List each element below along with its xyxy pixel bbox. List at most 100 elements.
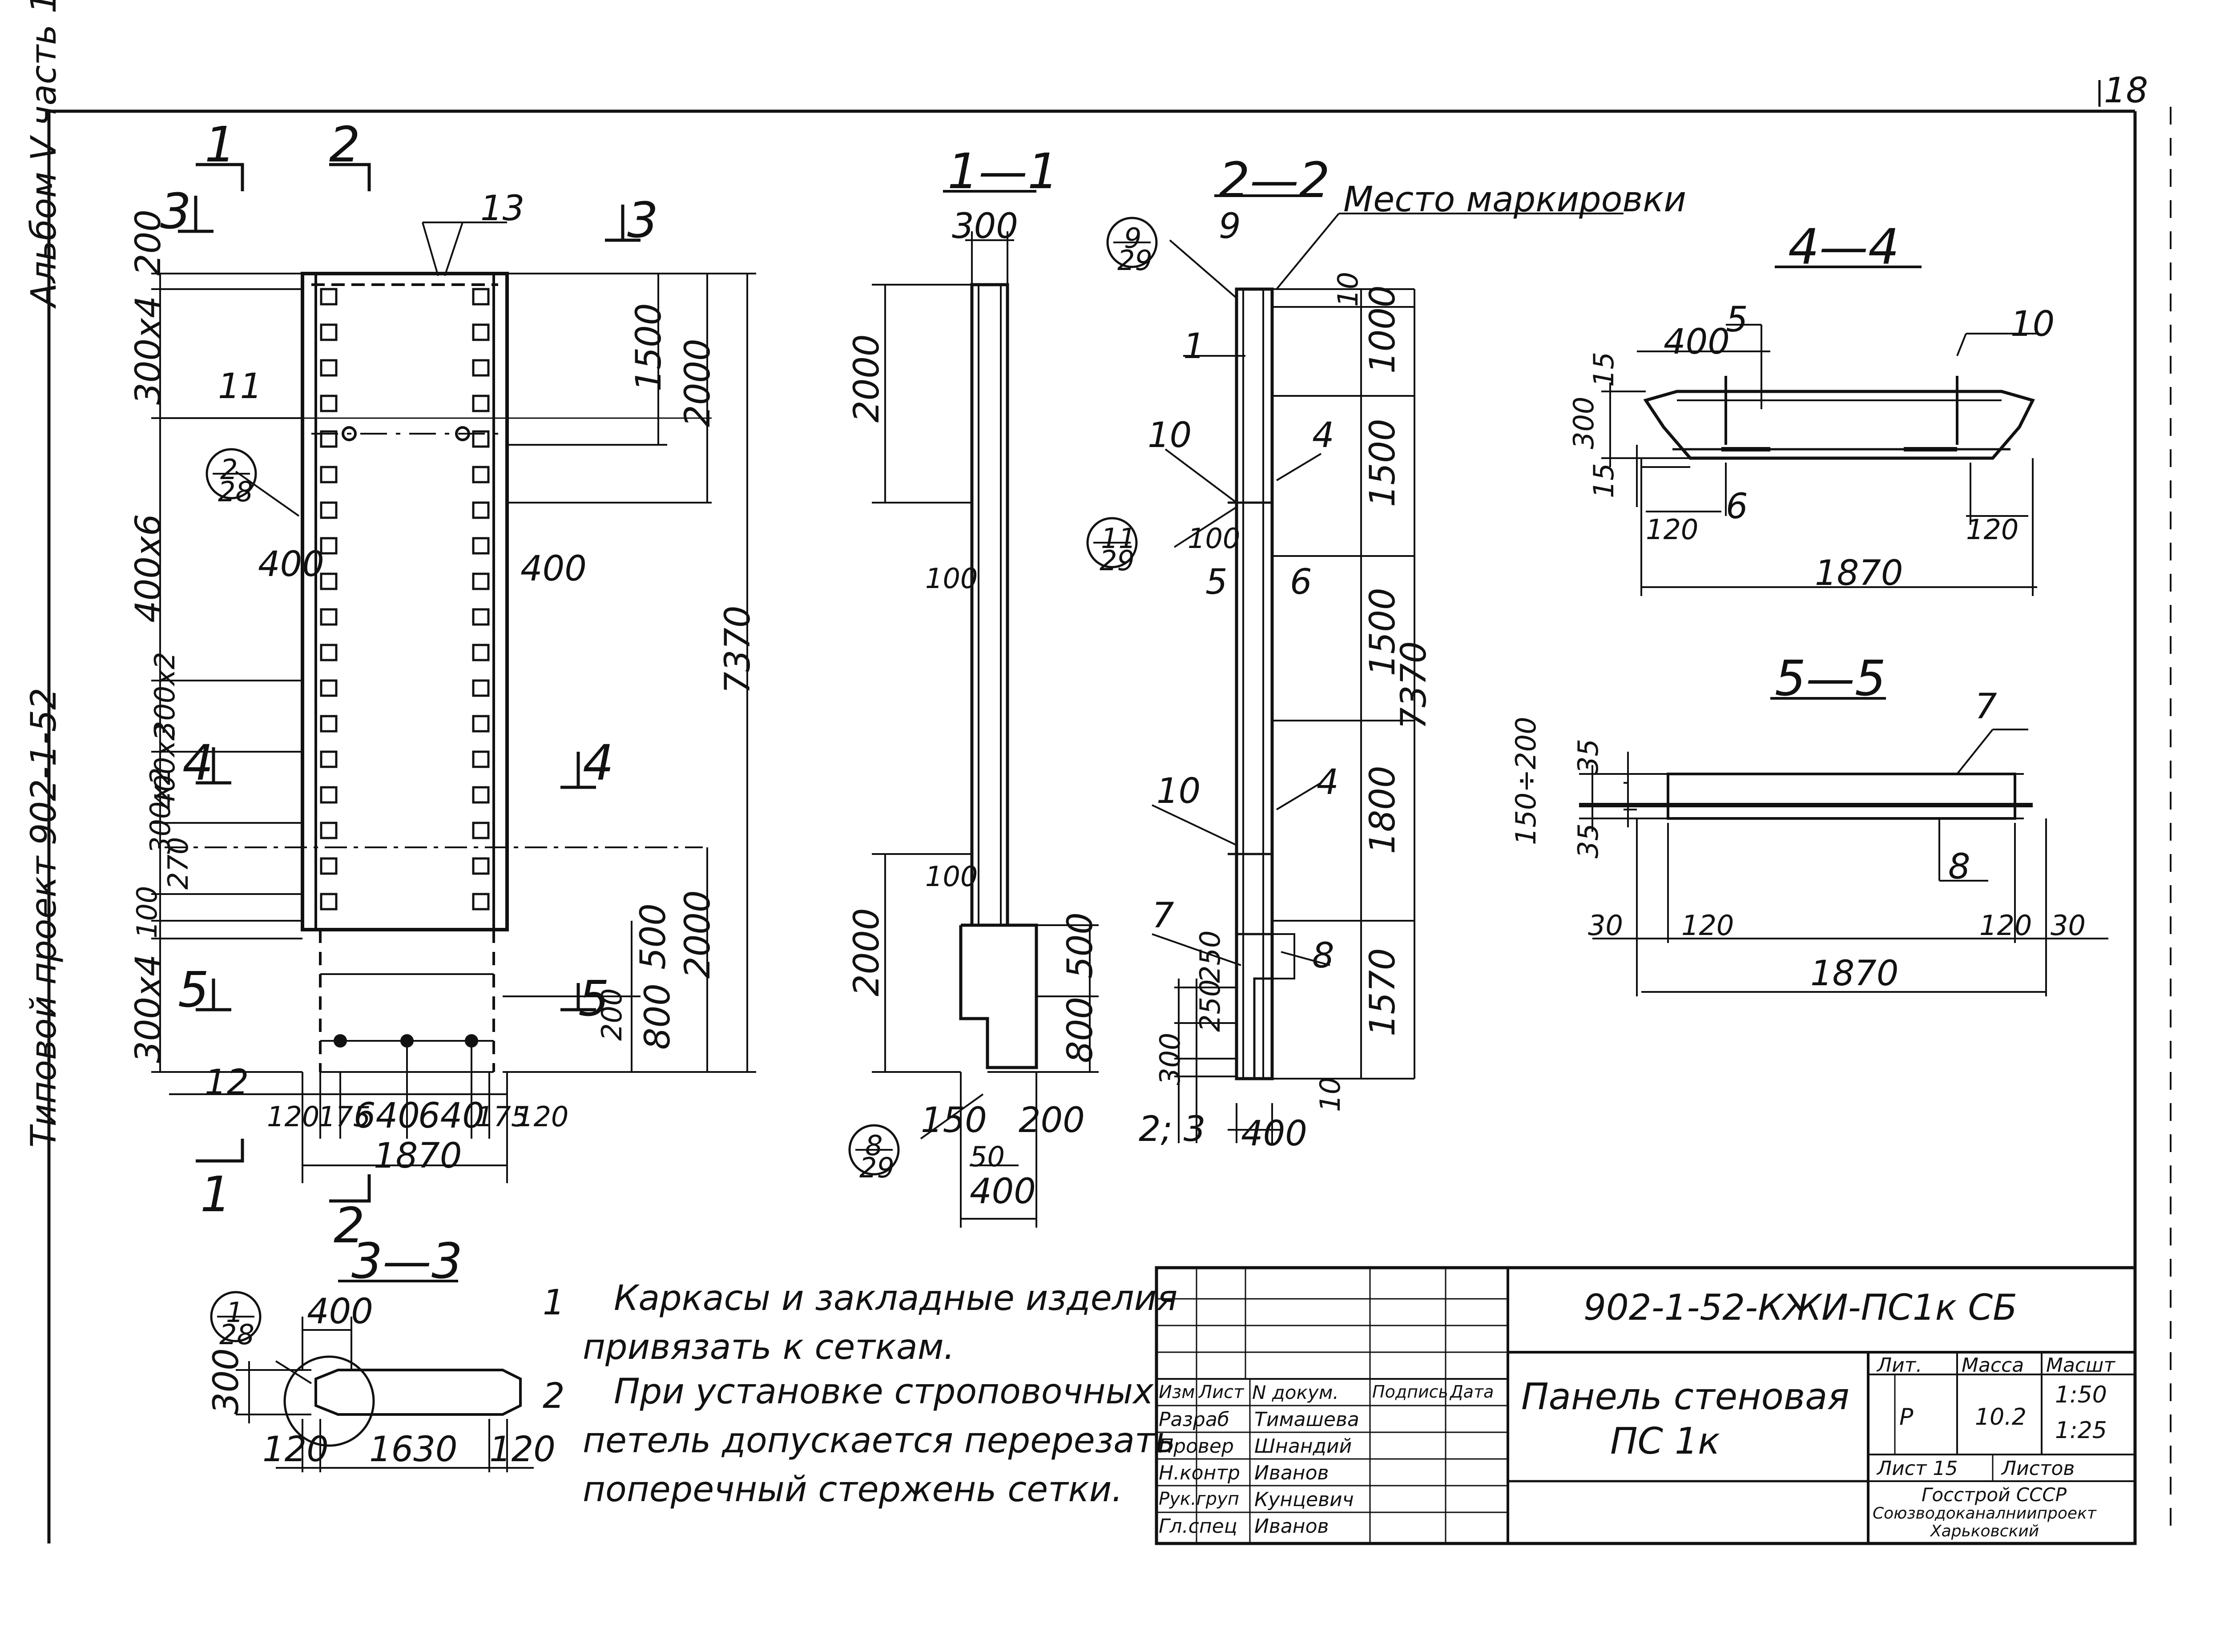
note-1-line-1: Каркасы и закладные изделия [614,1278,1178,1318]
tb-header-izm: Изм [1159,1382,1195,1402]
tb-org-1: Госстрой СССР [1922,1484,2067,1506]
tb-header-doc: N докум. [1252,1382,1339,1403]
tb-mass-value: 10.2 [1975,1404,2027,1430]
dim-300x4-bottom: 300x4 [129,954,169,1063]
s11-dim-100-top: 100 [925,562,978,595]
note-2-line-1: При установке строповочных [614,1372,1154,1412]
s44-pos-6: 6 [1726,487,1748,527]
s11-dim-50: 50 [970,1140,1005,1173]
detail-ref-9-den: 29 [1117,244,1152,277]
tb-name-1: Шнандий [1254,1435,1352,1458]
s11-dim-500: 500 [1060,912,1100,979]
s22-dim-1000: 1000 [1363,285,1403,374]
tb-header-sign: Подпись [1372,1382,1448,1402]
cut-4-right-label: 4 [583,734,614,791]
s44-dim-15-bottom: 15 [1587,463,1620,498]
s55-dim-120-right: 120 [1979,909,2032,942]
s55-dim-30-right: 30 [2051,909,2086,942]
dim-400-right: 400 [520,549,587,589]
dim-1870-elevation: 1870 [374,1136,462,1176]
s11-dim-2000-bottom: 2000 [847,908,887,996]
s22-dim-300: 300 [1154,1032,1186,1085]
s44-pos-5: 5 [1726,300,1748,340]
s44-dim-1870: 1870 [1815,553,1903,593]
s22-pos-8: 8 [1312,936,1334,976]
dim-2000-top: 2000 [678,338,718,427]
cut-4-left-label: 4 [182,734,214,791]
section-1-1-title: 1—1 [947,143,1059,200]
s44-dim-300: 300 [1567,396,1600,449]
dim-1500: 1500 [629,303,669,391]
note-2-line-2: петель допускается перерезать [583,1421,1176,1461]
page-number: 18 [2104,71,2148,111]
tb-name-4: Иванов [1254,1515,1329,1538]
detail-ref-11-num: 11 [1101,522,1136,555]
album-label: Альбом V часть 1 [24,0,64,307]
note-2-number: 2 [543,1376,565,1416]
tb-role-0: Разраб [1159,1408,1229,1431]
s22-dim-400: 400 [1241,1114,1307,1154]
detail-ref-2-den: 28 [218,475,253,508]
s22-pos-7: 7 [1152,896,1174,936]
tb-scale-label: Масшт [2046,1354,2115,1377]
tb-header-list: Лист [1199,1382,1244,1402]
dim-bottom-175-left: 175 [318,1100,371,1133]
dim-400-left: 400 [258,544,324,584]
s33-dim-1630: 1630 [369,1430,458,1470]
s22-dim-250-b: 250 [1194,979,1226,1032]
note-1-line-2: привязать к сеткам. [583,1327,955,1367]
section-2-2-title: 2—2 [1219,152,1330,209]
detail-ref-8-num: 8 [865,1129,883,1162]
dim-bottom-120-right: 120 [516,1100,569,1133]
s22-pos-6: 6 [1290,562,1312,602]
section-3-3-drawing [210,1280,534,1472]
cut-3-left-label: 3 [160,183,191,240]
dim-200-left: 200 [129,210,169,276]
title-block-grid [1155,1266,2137,1545]
section-5-5-drawing [1579,697,2108,996]
cut-5-left-label: 5 [178,961,209,1018]
dim-7370: 7370 [718,605,758,694]
dim-100: 100 [131,886,163,939]
dim-270: 270 [162,837,194,890]
tb-role-2: Н.контр [1159,1462,1240,1484]
s22-dim-2-3: 2; 3 [1139,1109,1206,1149]
dim-800: 800 [638,983,678,1050]
dim-300x4-top: 300x4 [129,296,169,405]
cut-5-right-label: 5 [578,970,609,1027]
s22-pos-5: 5 [1205,562,1228,602]
section-2-2-drawing [1086,194,1624,1143]
marking-location-label: Место маркировки [1343,180,1687,220]
tb-lit-value: Р [1899,1404,1914,1430]
s22-dim-1800: 1800 [1363,766,1403,854]
s55-dim-150-200: 150÷200 [1510,717,1542,845]
section-4-4-drawing [1601,266,2037,596]
section-3-3-title: 3—3 [351,1233,463,1289]
s44-dim-120-left: 120 [1646,513,1699,546]
drawing-name-line-1: Панель стеновая [1521,1376,1849,1418]
note-2-line-3: поперечный стержень сетки. [583,1470,1123,1510]
tb-org-3: Харьковский [1930,1522,2039,1540]
s22-dim-1570: 1570 [1363,948,1403,1036]
tb-sheets-label: Листов [2002,1457,2075,1480]
cut-1-top-label: 1 [205,116,236,173]
s55-pos-8: 8 [1948,847,1970,887]
detail-ref-1-num: 1 [226,1296,244,1329]
cut-2-bottom-label: 2 [334,1197,365,1254]
tb-name-3: Кунцевич [1254,1488,1354,1511]
s11-dim-100-bottom: 100 [925,860,978,893]
s22-pos-10-bottom: 10 [1156,771,1201,811]
s22-dim-100: 100 [1188,522,1241,555]
dim-12: 12 [205,1063,249,1103]
dim-bottom-640-left: 640 [354,1096,420,1136]
s11-dim-400: 400 [970,1172,1036,1212]
s22-pos-4-top: 4 [1312,415,1334,455]
tb-org-2: Союзводоканалниипроект [1873,1504,2096,1523]
drawing-name-line-2: ПС 1к [1610,1420,1720,1463]
s22-dim-10-top: 10 [1332,272,1364,307]
s22-pos-10-top: 10 [1148,415,1192,455]
s11-dim-2000-top: 2000 [847,334,887,423]
sheet-frame [47,80,2172,1543]
dim-bottom-175-right: 175 [476,1100,529,1133]
detail-ref-11-den: 29 [1100,544,1135,577]
